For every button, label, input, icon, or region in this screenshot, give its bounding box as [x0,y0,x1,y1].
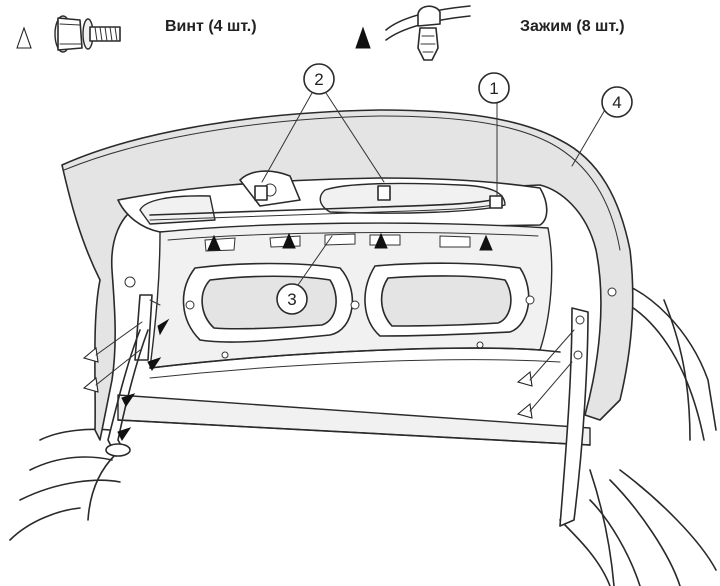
solid-triangle-icon [355,26,371,49]
open-triangle-icon [516,402,533,419]
legend-clip-label: Зажим (8 шт.) [520,18,625,35]
callout-1-label: 1 [489,79,498,98]
legend-screw-label: Винт (4 шт.) [165,18,257,35]
screw-icon [54,15,121,53]
trunk-lid [61,109,634,441]
solid-triangle-icon [117,427,132,441]
left-hinge [105,294,161,457]
solid-triangle-icon [121,393,136,407]
callout-2-label: 2 [314,70,323,89]
callout-1: 1 [478,72,510,104]
solid-triangle-icon [157,318,170,336]
leader-lines [261,92,607,286]
open-triangle-icon [516,370,533,387]
open-triangle-icon [82,346,99,363]
solid-triangle-icon [374,232,388,249]
callout-3: 3 [276,283,308,315]
open-triangle-icon [82,376,99,393]
solid-triangle-icon [479,234,493,251]
clip-markers [117,232,493,441]
callout-2: 2 [303,63,335,95]
solid-triangle-icon [282,232,296,249]
solid-triangle-icon [147,357,162,371]
right-hinge [559,307,615,586]
parcel-shelf [117,394,591,446]
solid-triangle-icon [207,234,221,251]
legend: Винт (4 шт.) Зажим (8 шт.) [16,5,625,61]
car-body [9,279,717,586]
screw-markers [82,321,575,419]
callout-4-label: 4 [612,93,621,112]
callout-3-label: 3 [287,290,296,309]
open-triangle-icon [16,26,32,49]
harness-clips [254,185,503,209]
callout-4: 4 [601,86,633,118]
clip-icon [385,5,471,61]
